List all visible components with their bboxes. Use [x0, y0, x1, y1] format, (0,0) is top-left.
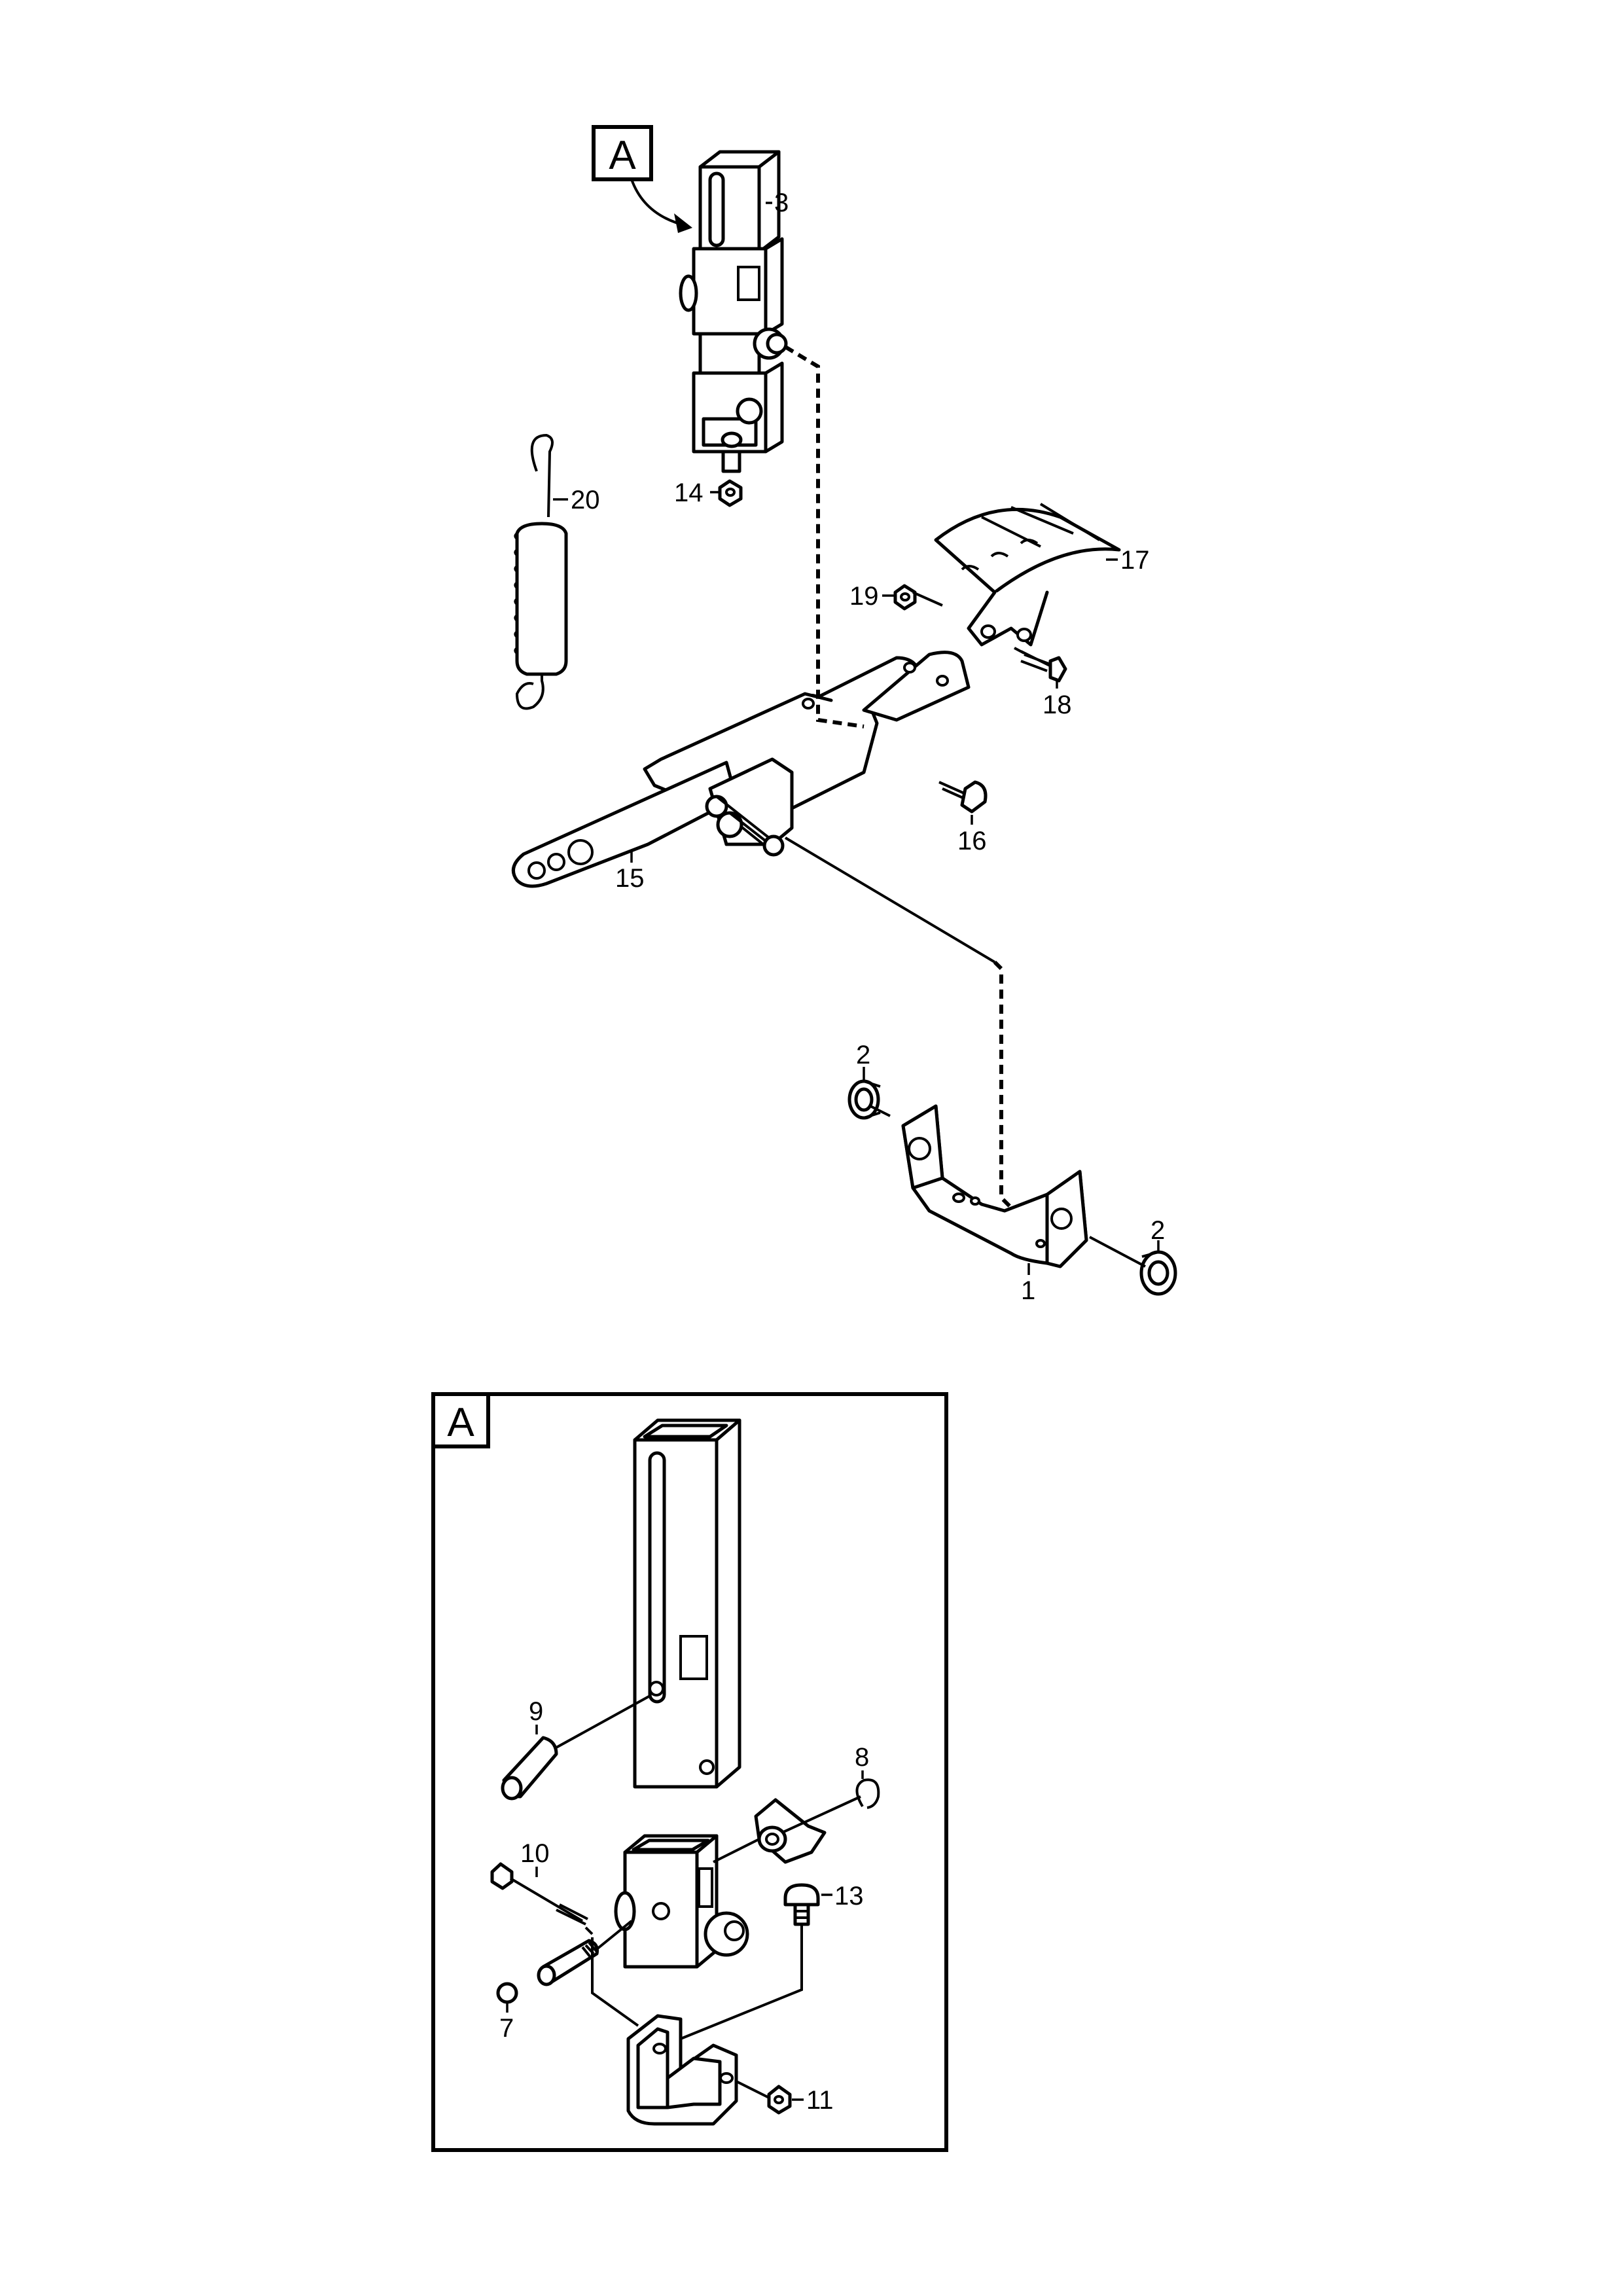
- part-15-pedal-arm: [511, 651, 971, 888]
- callout-20: 20: [571, 486, 600, 514]
- part-11-nut: [736, 2080, 792, 2115]
- callout-17: 17: [1120, 546, 1150, 575]
- part-20-spring: [514, 433, 568, 710]
- part-16-bolt: [938, 780, 988, 814]
- part-18-bolt: [1020, 650, 1067, 683]
- view-marker-letter: A: [609, 133, 636, 178]
- callout-1: 1: [1021, 1276, 1035, 1305]
- callout-11: 11: [806, 2086, 834, 2115]
- callout-2-left: 2: [856, 1041, 870, 1069]
- callout-19: 19: [849, 582, 879, 611]
- part-17-pedal-pad: [934, 503, 1121, 647]
- callouts-detail-a: 9 8 10 13 7 11: [499, 1697, 869, 2115]
- callout-7: 7: [499, 2014, 514, 2043]
- part-10-bolt: [490, 1862, 594, 1935]
- part-14-nut: [718, 479, 743, 507]
- callout-16: 16: [957, 827, 987, 855]
- part-13-button: [783, 1883, 820, 1964]
- view-marker-a: A: [592, 125, 692, 233]
- callouts-upper: 3 14 20 17 19 18 16 15 2 2 1: [553, 188, 1165, 1305]
- part-2-bushing-left: [847, 1079, 881, 1120]
- detail-tube-socket: [614, 1834, 749, 1969]
- callout-3: 3: [774, 188, 789, 217]
- callout-10: 10: [520, 1839, 550, 1868]
- assembly-lines: [784, 345, 1146, 1268]
- part-7-ring: [496, 1982, 518, 2004]
- detail-latch: [713, 1795, 861, 1864]
- detail-title: A: [447, 1400, 474, 1445]
- part-2-bushing-right: [1139, 1250, 1177, 1296]
- part-8-ring: [855, 1778, 880, 1809]
- callout-2-right: 2: [1150, 1216, 1165, 1245]
- detail-u-bracket: [591, 1937, 803, 2126]
- detail-stud: [537, 1920, 633, 1986]
- callout-15: 15: [615, 864, 645, 893]
- detail-a-frame: A: [431, 1392, 948, 2152]
- callout-8: 8: [855, 1743, 869, 1772]
- callout-13: 13: [834, 1882, 864, 1910]
- detail-square-tube: [633, 1418, 741, 1789]
- part-3-pedal-column: [679, 150, 788, 473]
- part-1-bracket: [901, 1104, 1088, 1268]
- part-9-pin: [501, 1694, 652, 1801]
- callout-9: 9: [529, 1697, 543, 1726]
- part-19-nut: [893, 584, 917, 611]
- callout-14: 14: [674, 478, 704, 507]
- callout-18: 18: [1043, 691, 1072, 719]
